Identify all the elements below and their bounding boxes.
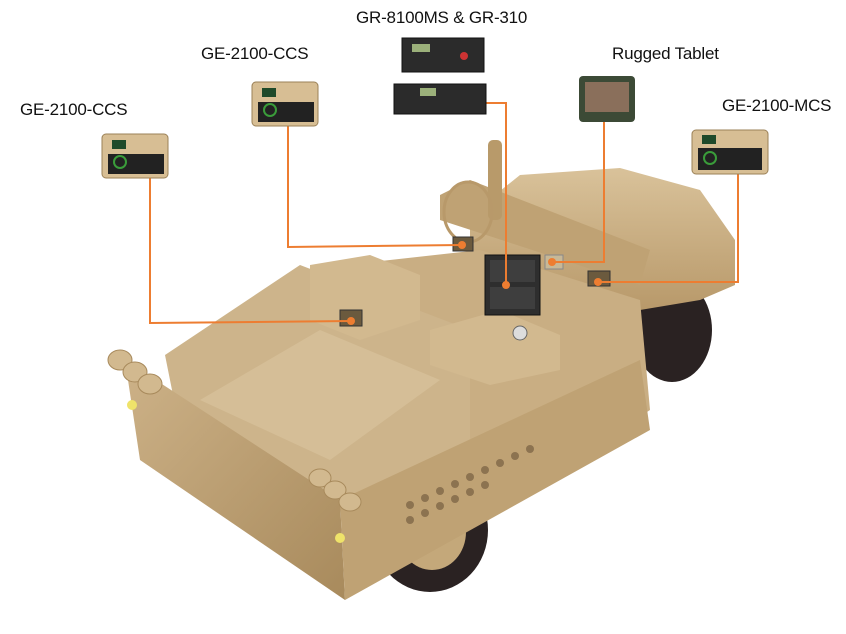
label-rugged-tablet: Rugged Tablet: [612, 44, 719, 63]
label-ge-2100-mcs: GE-2100-MCS: [722, 96, 832, 115]
mcs-device-image: [691, 129, 769, 175]
callout-lines: [149, 102, 739, 325]
vehicle: [107, 140, 735, 600]
line-mcs: [598, 150, 739, 283]
line-tablet: [552, 115, 605, 263]
line-ccs-mid: [287, 115, 463, 249]
spotlight: [512, 325, 528, 341]
ccs-mid-device-image: [251, 81, 319, 127]
ccs-left-device-image: [101, 133, 169, 179]
line-radios: [478, 102, 507, 285]
gr-310-device-image: [393, 83, 487, 115]
gr-8100ms-device-image: [401, 37, 485, 73]
label-ge-2100-ccs-left: GE-2100-CCS: [20, 100, 128, 119]
label-gr-8100ms-gr-310: GR-8100MS & GR-310: [356, 8, 528, 27]
label-ge-2100-ccs-mid: GE-2100-CCS: [201, 44, 309, 63]
rugged-tablet-device-image: [579, 76, 635, 122]
line-ccs-left: [149, 165, 352, 325]
